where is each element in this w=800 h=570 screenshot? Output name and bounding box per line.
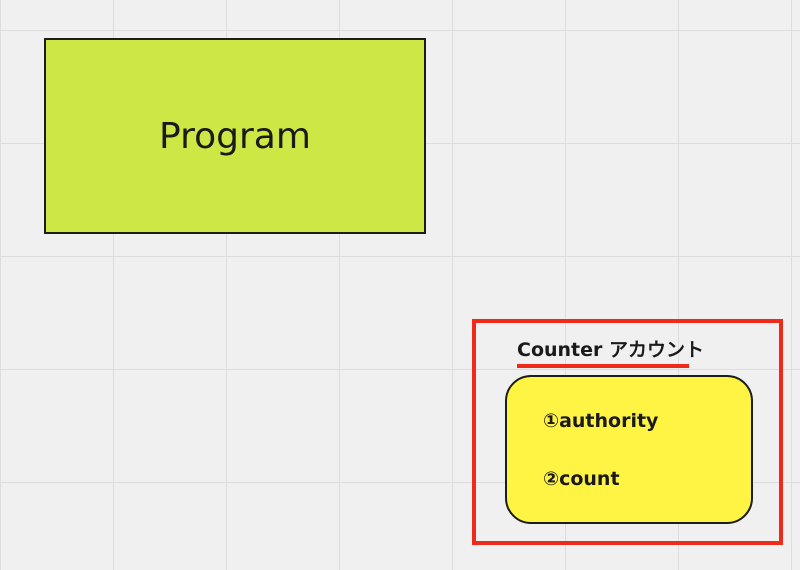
highlight-frame xyxy=(472,319,783,545)
account-title: Counter アカウント xyxy=(517,339,705,361)
program-node[interactable]: Program xyxy=(44,38,426,234)
account-fields-node[interactable]: ①authority ②count xyxy=(505,375,753,524)
program-label: Program xyxy=(159,115,311,157)
field-authority: ①authority xyxy=(543,410,659,432)
title-underline xyxy=(517,364,689,368)
field-count: ②count xyxy=(543,468,620,490)
